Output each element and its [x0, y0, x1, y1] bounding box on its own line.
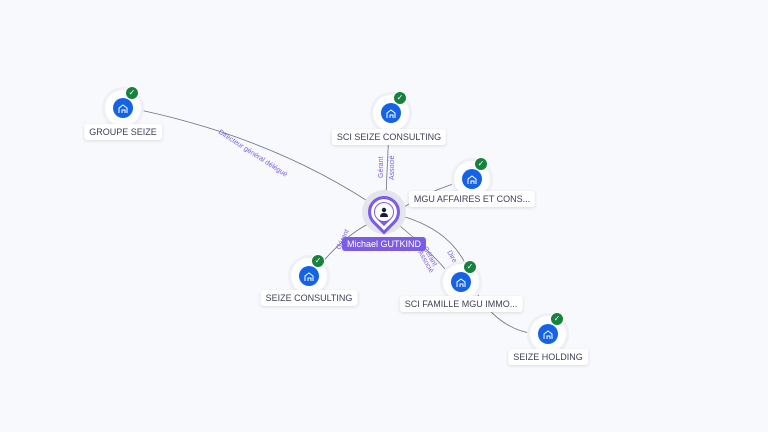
- verified-check-icon: ✓: [463, 260, 477, 274]
- company-label: MGU AFFAIRES ET CONS...: [408, 191, 536, 207]
- edge-label-sci-seize-1: Gérant: [378, 157, 385, 178]
- company-label: SCI SEIZE CONSULTING: [331, 129, 447, 145]
- building-icon: [462, 169, 482, 189]
- company-label: SCI FAMILLE MGU IMMO...: [399, 296, 523, 312]
- verified-check-icon: ✓: [311, 254, 325, 268]
- person-icon: [375, 203, 393, 221]
- building-icon: [113, 98, 133, 118]
- edge-groupe-seize: [139, 109, 385, 213]
- building-icon: [381, 103, 401, 123]
- building-icon: [299, 266, 319, 286]
- company-label: GROUPE SEIZE: [84, 124, 162, 140]
- company-label: SEIZE CONSULTING: [260, 290, 358, 306]
- building-icon: [538, 324, 558, 344]
- company-label: SEIZE HOLDING: [508, 349, 588, 365]
- verified-check-icon: ✓: [550, 312, 564, 326]
- verified-check-icon: ✓: [393, 91, 407, 105]
- edge-label-sci-seize-2: Associé: [389, 155, 396, 180]
- person-label: Michael GUTKIND: [341, 237, 427, 251]
- building-icon: [451, 272, 471, 292]
- verified-check-icon: ✓: [125, 86, 139, 100]
- verified-check-icon: ✓: [474, 157, 488, 171]
